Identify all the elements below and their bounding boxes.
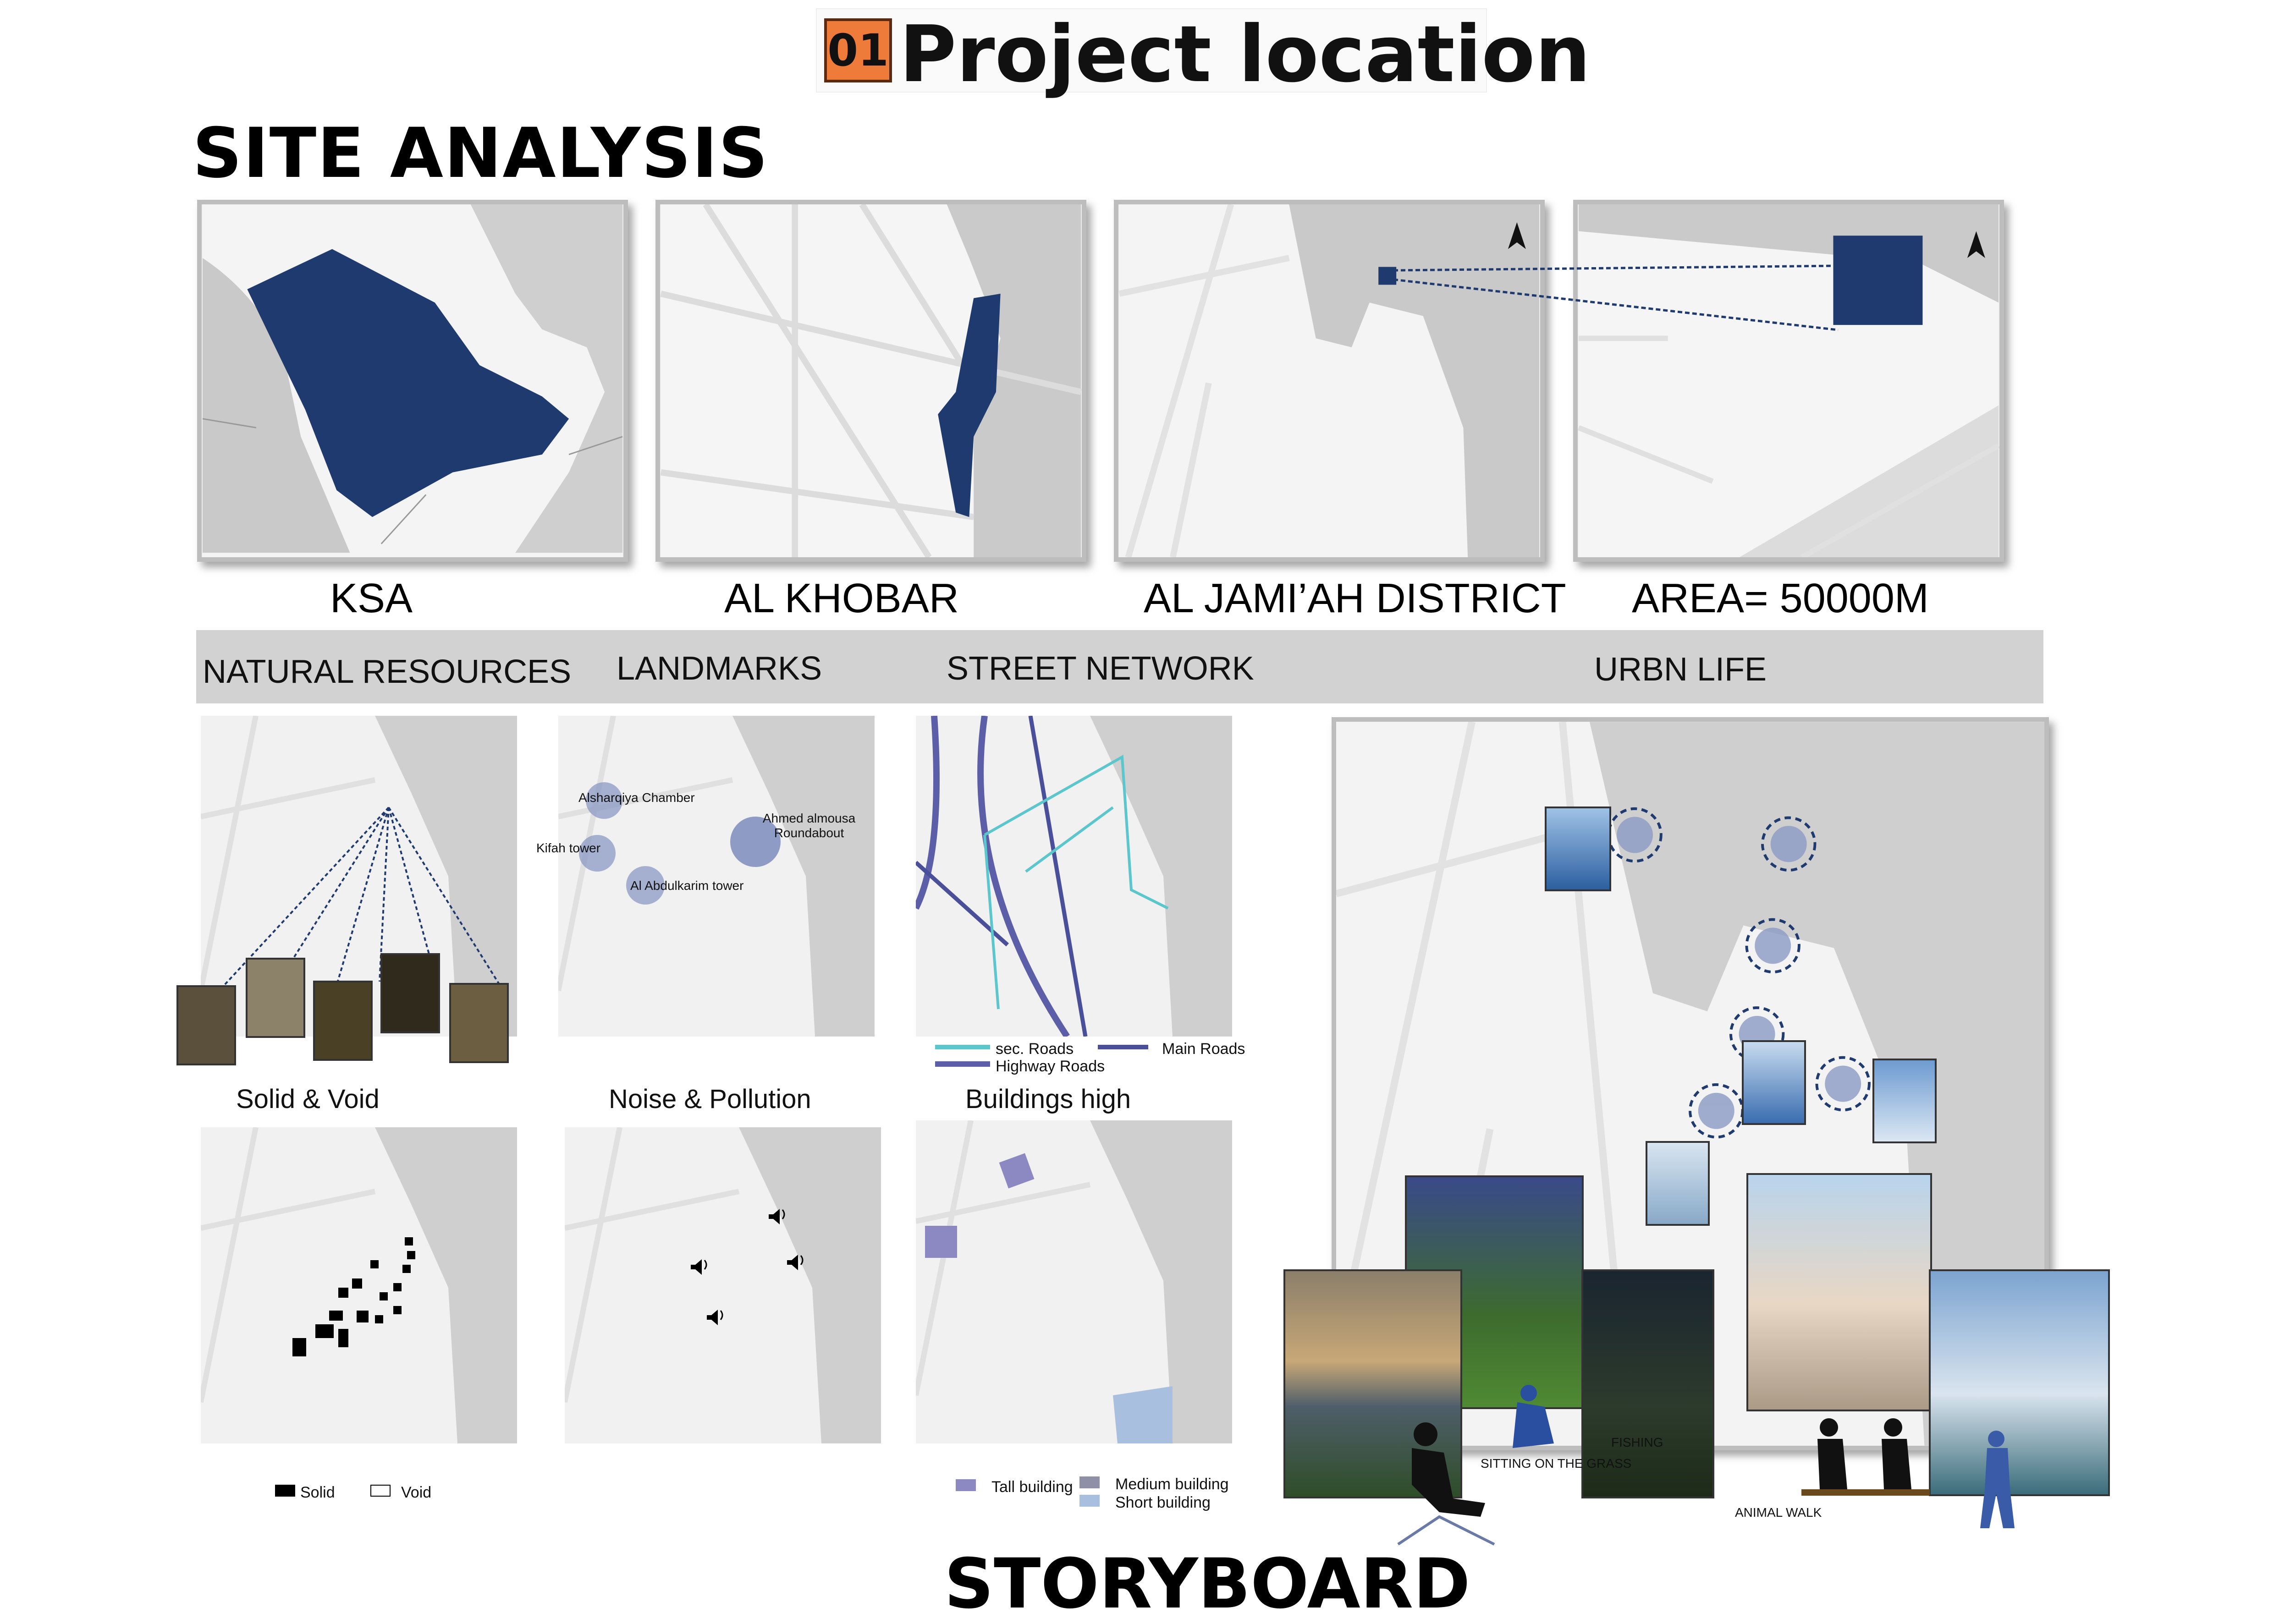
resource-photo-3 bbox=[313, 981, 373, 1061]
storyboard-title: STORYBOARD bbox=[944, 1544, 1470, 1624]
storyboard-label-fishing: FISHING bbox=[1611, 1435, 1663, 1449]
landmark-photo-3 bbox=[1872, 1059, 1937, 1143]
legend-tall-building: Tall building bbox=[991, 1478, 1073, 1496]
band-natural-resources: NATURAL RESOURCES bbox=[203, 653, 572, 690]
storyboard-photo-fishing bbox=[1581, 1269, 1714, 1498]
north-arrow-icon bbox=[1508, 222, 1526, 249]
secondary-roads bbox=[983, 755, 1169, 1010]
resource-photo-5 bbox=[449, 983, 509, 1063]
legend-void: Void bbox=[401, 1484, 432, 1501]
storyboard-photo-beach bbox=[1746, 1173, 1932, 1411]
khobar-map-graphic bbox=[660, 204, 1082, 557]
storyboard-label-animal-walk: ANIMAL WALK bbox=[1735, 1505, 1822, 1520]
band-street-network: STREET NETWORK bbox=[947, 650, 1254, 687]
legend-short-building: Short building bbox=[1115, 1494, 1211, 1511]
legend-swatch-main-roads bbox=[1098, 1045, 1148, 1049]
band-urban-life: URBN LIFE bbox=[1594, 651, 1767, 688]
silhouette-walker-icon bbox=[1980, 1431, 2015, 1528]
map-site-area bbox=[1573, 200, 2004, 562]
header-box bbox=[816, 8, 1487, 93]
legend-swatch-highway bbox=[935, 1061, 990, 1067]
landmark-label-alsharqiya: Alsharqiya Chamber bbox=[578, 790, 695, 805]
jamiah-highlight bbox=[1378, 267, 1397, 285]
map-al-jamiah-district bbox=[1114, 200, 1545, 562]
section-buildings-high: Buildings high bbox=[965, 1084, 1131, 1114]
map-street-network bbox=[916, 716, 1232, 1037]
landmark-label-roundabout: Ahmed almousa Roundabout bbox=[762, 811, 856, 840]
map-solid-void bbox=[201, 1127, 517, 1443]
legend-swatch-medium bbox=[1079, 1476, 1100, 1488]
silhouette-bench-icon bbox=[1801, 1418, 1930, 1496]
category-band bbox=[196, 630, 2043, 703]
ksa-highlight bbox=[247, 249, 569, 517]
north-arrow-icon-2 bbox=[1967, 231, 1985, 258]
legend-sec-roads: sec. Roads bbox=[996, 1040, 1074, 1058]
legend-solid: Solid bbox=[300, 1484, 335, 1501]
silhouette-grass-icon bbox=[1513, 1385, 1554, 1448]
landmark-photo-4 bbox=[1646, 1141, 1710, 1226]
legend-swatch-tall bbox=[956, 1479, 976, 1491]
landmark-label-kifah: Kifah tower bbox=[536, 841, 601, 855]
area-map-graphic bbox=[1578, 204, 1999, 557]
map-noise-pollution bbox=[565, 1127, 881, 1443]
site-analysis-title: SITE ANALYSIS bbox=[193, 114, 769, 193]
storyboard-photo-animal-walk bbox=[1929, 1269, 2110, 1496]
map-caption-ksa: KSA bbox=[330, 576, 413, 621]
legend-swatch-void bbox=[370, 1485, 391, 1497]
legend-highway-roads: Highway Roads bbox=[996, 1058, 1105, 1075]
ksa-map-graphic bbox=[202, 204, 623, 557]
resource-photo-1 bbox=[176, 985, 236, 1065]
section-solid-void: Solid & Void bbox=[236, 1084, 380, 1114]
landmark-photo-2 bbox=[1742, 1040, 1806, 1125]
map-ksa bbox=[197, 200, 628, 562]
map-caption-al-jamiah: AL JAMI’AH DISTRICT bbox=[1144, 576, 1566, 621]
jamiah-map-graphic bbox=[1118, 204, 1540, 557]
speaker-icons bbox=[691, 1209, 804, 1325]
highway-roads bbox=[916, 716, 1070, 1037]
legend-swatch-short bbox=[1079, 1495, 1100, 1507]
legend-main-roads: Main Roads bbox=[1162, 1040, 1245, 1058]
map-landmarks bbox=[558, 716, 875, 1037]
map-buildings-high bbox=[916, 1120, 1232, 1443]
legend-swatch-sec-roads bbox=[935, 1045, 990, 1049]
landmark-label-abdulkarim: Al Abdulkarim tower bbox=[630, 878, 744, 893]
legend-medium-building: Medium building bbox=[1115, 1476, 1229, 1493]
legend-swatch-solid bbox=[275, 1485, 295, 1497]
page-title: Project location bbox=[899, 9, 1591, 100]
section-number-badge: 01 bbox=[824, 18, 892, 82]
area-highlight bbox=[1833, 236, 1923, 325]
silhouette-sitting-icon bbox=[1397, 1422, 1495, 1546]
zoom-connector bbox=[1393, 264, 1839, 331]
khobar-highlight bbox=[938, 293, 1001, 517]
storyboard-label-grass: SITTING ON THE GRASS bbox=[1481, 1456, 1632, 1470]
resource-photo-2 bbox=[246, 958, 305, 1038]
band-landmarks: LANDMARKS bbox=[617, 650, 822, 687]
resource-photo-4 bbox=[380, 953, 440, 1033]
map-caption-area: AREA= 50000M bbox=[1632, 576, 1929, 621]
section-noise-pollution: Noise & Pollution bbox=[609, 1084, 811, 1114]
map-caption-al-khobar: AL KHOBAR bbox=[724, 576, 959, 621]
map-al-khobar bbox=[655, 200, 1086, 562]
landmark-photo-1 bbox=[1545, 807, 1611, 891]
